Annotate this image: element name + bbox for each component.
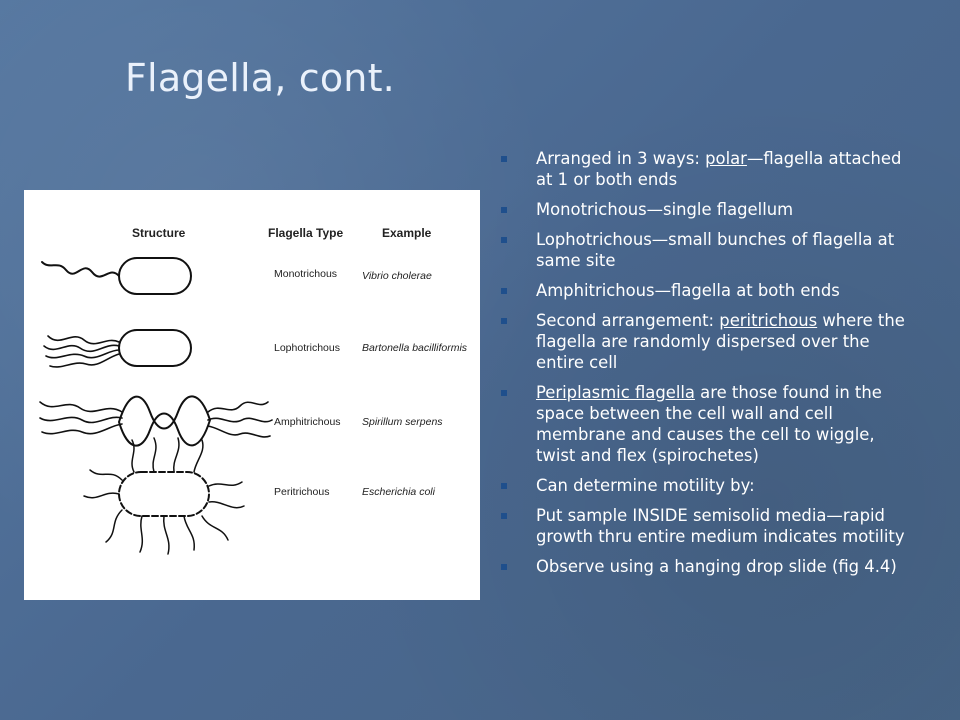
peritrichous-cell — [118, 471, 210, 517]
amphitrichous-flagella-right — [207, 401, 273, 438]
monotrichous-flagellum — [41, 261, 120, 278]
bullet-item: Arranged in 3 ways: polar—flagella attac… — [498, 148, 918, 190]
example-label: Bartonella bacilliformis — [362, 342, 468, 354]
example-label: Escherichia coli — [362, 486, 435, 498]
amphitrichous-flagella-left — [39, 401, 123, 435]
bullet-marker — [501, 237, 507, 243]
bullet-marker — [501, 564, 507, 570]
bullet-item: Observe using a hanging drop slide (fig … — [498, 556, 918, 577]
bullet-marker — [501, 513, 507, 519]
slide-title: Flagella, cont. — [125, 56, 395, 100]
peritrichous-flagella — [83, 437, 245, 555]
example-label: Spirillum serpens — [362, 416, 443, 428]
amphitrichous-cell — [117, 395, 212, 447]
example-column-header: Example — [382, 226, 432, 240]
bullet-list: Arranged in 3 ways: polar—flagella attac… — [498, 148, 918, 586]
flagella-arrangement-figure: Structure Flagella Type Example Monotric… — [24, 190, 480, 600]
bullet-marker — [501, 318, 507, 324]
bullet-marker — [501, 390, 507, 396]
bullet-item: Second arrangement: peritrichous where t… — [498, 310, 918, 373]
lophotrichous-flagella-tuft — [43, 335, 120, 368]
bullet-item: Lophotrichous—small bunches of flagella … — [498, 229, 918, 271]
monotrichous-cell — [118, 257, 192, 295]
flagella-drawings — [39, 257, 273, 555]
flagella-type-column-header: Flagella Type — [268, 226, 344, 240]
bullet-item: Periplasmic flagella are those found in … — [498, 382, 918, 466]
flagella-type-label: Peritrichous — [274, 486, 330, 498]
flagella-type-label: Lophotrichous — [274, 342, 340, 354]
bullet-marker — [501, 483, 507, 489]
bullet-item: Can determine motility by: — [498, 475, 918, 496]
flagella-type-label: Amphitrichous — [274, 416, 341, 428]
bullet-item: Monotrichous—single flagellum — [498, 199, 918, 220]
bullet-marker — [501, 207, 507, 213]
flagella-type-label: Monotrichous — [274, 268, 338, 280]
example-label: Vibrio cholerae — [362, 270, 432, 282]
bullet-marker — [501, 288, 507, 294]
lophotrichous-cell — [118, 329, 192, 367]
bullet-item: Amphitrichous—flagella at both ends — [498, 280, 918, 301]
bullet-marker — [501, 156, 507, 162]
bullet-item: Put sample INSIDE semisolid media—rapid … — [498, 505, 918, 547]
structure-column-header: Structure — [132, 226, 186, 240]
